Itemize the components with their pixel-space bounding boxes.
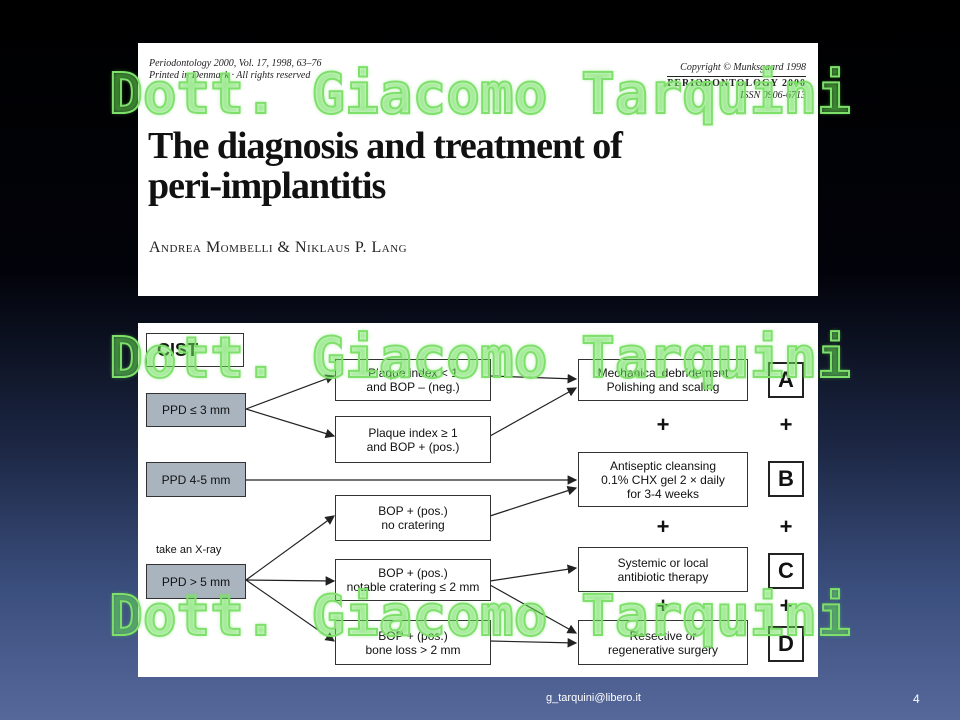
plaque-low-line2: and BOP – (neg.) <box>366 380 460 394</box>
plaque-low-line1: Plaque index < 1 <box>368 366 458 380</box>
plaque-high-line1: Plaque index ≥ 1 <box>368 425 458 440</box>
paper-title-line1: The diagnosis and treatment of <box>148 125 623 167</box>
paper-title-line2: peri-implantitis <box>148 165 386 207</box>
ppd-low-box: PPD ≤ 3 mm <box>146 393 246 427</box>
journal-name: PERIODONTOLOGY 2000 <box>667 78 806 89</box>
journal-printed: Printed in Denmark · All rights reserved <box>149 70 311 81</box>
copyright-text: Copyright © Munksgaard 1998 <box>680 62 806 73</box>
paper-header-image: Periodontology 2000, Vol. 17, 1998, 63–7… <box>138 43 818 296</box>
copyright-info: Copyright © Munksgaard 1998 PERIODONTOLO… <box>667 62 806 102</box>
arrow-plaque-low-to-mech <box>489 373 578 384</box>
protocol-letter-b: B <box>768 461 804 497</box>
plaque-low-box: Plaque index < 1 and BOP – (neg.) <box>335 359 491 401</box>
ppd-mid-box: PPD 4-5 mm <box>146 462 246 497</box>
treatment-mechanical-box: Mechanical debridement Polishing and sca… <box>578 359 748 401</box>
bop-nocrater-line2: no cratering <box>381 518 445 532</box>
treatment-antiseptic-line3: for 3-4 weeks <box>626 486 700 501</box>
arrow-plaque-high-to-mech <box>489 387 578 437</box>
ppd-high-box: PPD > 5 mm <box>146 564 246 599</box>
paper-title: The diagnosis and treatment of peri-impl… <box>148 126 788 206</box>
plaque-high-line2: and BOP + (pos.) <box>366 439 460 454</box>
treatment-mechanical-line2: Polishing and scaling <box>606 380 720 394</box>
copyright-rule <box>667 76 806 77</box>
arrow-ppd-high-to-loss <box>245 579 335 642</box>
treatment-systemic-line2: antibiotic therapy <box>617 569 709 584</box>
bop-loss-line1: BOP + (pos.) <box>378 628 448 643</box>
arrow-notable-to-sys <box>489 564 578 582</box>
treatment-systemic-box: Systemic or local antibiotic therapy <box>578 547 748 592</box>
treatment-antiseptic-box: Antiseptic cleansing 0.1% CHX gel 2 × da… <box>578 452 748 507</box>
flowchart-arrows <box>245 373 578 648</box>
protocol-letter-d: D <box>768 626 804 662</box>
plus-sign: + <box>779 412 793 437</box>
plus-sign: + <box>656 514 670 539</box>
arrow-nocrater-to-anti <box>489 486 578 517</box>
treatment-resective-line2: regenerative surgery <box>607 642 719 657</box>
journal-volume: Periodontology 2000, Vol. 17, 1998, 63–7… <box>149 58 322 69</box>
slide-number: 4 <box>913 692 920 706</box>
bop-notable-line2: notable cratering ≤ 2 mm <box>346 580 480 594</box>
bop-notable-box: BOP + (pos.) notable cratering ≤ 2 mm <box>335 559 491 601</box>
journal-info: Periodontology 2000, Vol. 17, 1998, 63–7… <box>149 58 322 82</box>
arrow-ppd-high-to-notable <box>245 576 336 586</box>
treatment-mechanical-line1: Mechanical debridement <box>597 366 729 380</box>
bop-nocrater-line1: BOP + (pos.) <box>378 504 448 518</box>
paper-authors: Andrea Mombelli & Niklaus P. Lang <box>149 239 408 256</box>
plaque-high-box: Plaque index ≥ 1 and BOP + (pos.) <box>335 416 491 463</box>
cist-label: CIST <box>146 333 244 367</box>
plus-sign: + <box>656 593 670 618</box>
treatment-resective-box: Resective or regenerative surgery <box>578 620 748 665</box>
protocol-letter-a: A <box>768 362 804 398</box>
xray-note: take an X-ray <box>156 544 222 556</box>
plus-sign: + <box>779 514 793 539</box>
arrow-ppd-low-to-plaque-high <box>245 408 336 439</box>
arrow-loss-to-res <box>489 638 578 648</box>
plus-sign: + <box>656 412 670 437</box>
cist-flowchart: CIST PPD ≤ 3 mm PPD 4-5 mm take an X-ray… <box>138 323 818 677</box>
arrow-ppd-low-to-plaque-low <box>245 374 336 410</box>
arrow-ppd-high-to-nocrater <box>245 515 335 581</box>
footer-email: g_tarquini@libero.it <box>546 692 641 704</box>
arrow-notable-to-res <box>489 584 578 634</box>
treatment-antiseptic-line1: Antiseptic cleansing <box>609 458 717 473</box>
protocol-letter-c: C <box>768 553 804 589</box>
treatment-antiseptic-line2: 0.1% CHX gel 2 × daily <box>601 472 725 487</box>
treatment-systemic-line1: Systemic or local <box>617 555 709 570</box>
bop-loss-box: BOP + (pos.) bone loss > 2 mm <box>335 620 491 665</box>
bop-nocrater-box: BOP + (pos.) no cratering <box>335 495 491 541</box>
plus-sign: + <box>779 593 793 618</box>
issn: ISSN 0906-6713 <box>740 90 806 101</box>
bop-loss-line2: bone loss > 2 mm <box>365 642 461 657</box>
treatment-resective-line1: Resective or <box>629 628 697 643</box>
bop-notable-line1: BOP + (pos.) <box>378 566 448 580</box>
